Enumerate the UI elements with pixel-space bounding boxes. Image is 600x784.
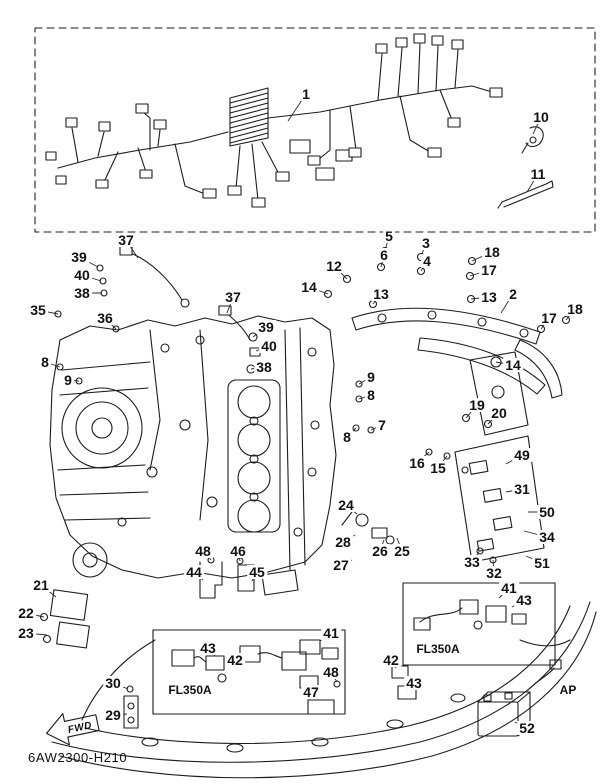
callout-40: 40 — [72, 267, 92, 283]
callout-33: 33 — [462, 554, 482, 570]
bracket-drawing — [351, 307, 563, 436]
callout-1: 1 — [300, 86, 312, 102]
callout-9: 9 — [62, 372, 74, 388]
callout-15: 15 — [428, 460, 448, 476]
callout-5: 5 — [383, 228, 395, 244]
callout-8: 8 — [341, 429, 353, 445]
callout-18: 18 — [482, 244, 502, 260]
callout-17: 17 — [539, 310, 559, 326]
callout-49: 49 — [512, 447, 532, 463]
callout-50: 50 — [537, 504, 557, 520]
callout-20: 20 — [489, 405, 509, 421]
callout-7: 7 — [376, 417, 388, 433]
callout-47: 47 — [301, 684, 321, 700]
callout-13: 13 — [371, 286, 391, 302]
callout-2: 2 — [507, 286, 519, 302]
callout-37: 37 — [116, 232, 136, 248]
callout-14: 14 — [503, 357, 523, 373]
callout-42: 42 — [381, 652, 401, 668]
callout-19: 19 — [467, 397, 487, 413]
left-relay-drawings — [39, 589, 90, 649]
callout-16: 16 — [407, 455, 427, 471]
callout-31: 31 — [512, 481, 532, 497]
callout-3: 3 — [420, 235, 432, 251]
diagram-part-code: 6AW2300-H210 — [28, 750, 128, 765]
inset-right-model-label: FL350A — [416, 642, 460, 656]
callout-8: 8 — [365, 387, 377, 403]
callout-27: 27 — [331, 557, 351, 573]
callout-38: 38 — [254, 359, 274, 375]
callout-21: 21 — [31, 577, 51, 593]
callout-8: 8 — [39, 354, 51, 370]
ap-label: AP — [559, 683, 577, 697]
callout-11: 11 — [528, 166, 548, 182]
callout-23: 23 — [16, 625, 36, 641]
callout-26: 26 — [370, 543, 390, 559]
callout-13: 13 — [479, 289, 499, 305]
callout-29: 29 — [103, 707, 123, 723]
callout-52: 52 — [517, 720, 537, 736]
callout-40: 40 — [259, 338, 279, 354]
inset-box-left — [152, 629, 346, 715]
clamp-drawing — [521, 126, 544, 154]
callout-41: 41 — [321, 625, 341, 641]
callout-38: 38 — [72, 285, 92, 301]
callout-48: 48 — [193, 543, 213, 559]
callout-45: 45 — [247, 564, 267, 580]
engine-block-drawing — [49, 315, 337, 579]
callout-36: 36 — [95, 310, 115, 326]
tie-strap-drawing — [497, 180, 554, 209]
callout-43: 43 — [514, 592, 534, 608]
callout-39: 39 — [69, 249, 89, 265]
callout-25: 25 — [392, 543, 412, 559]
callout-32: 32 — [484, 565, 504, 581]
wire-harness-drawing — [45, 33, 503, 208]
callout-22: 22 — [16, 605, 36, 621]
callout-12: 12 — [324, 258, 344, 274]
callout-42: 42 — [225, 652, 245, 668]
callout-30: 30 — [103, 675, 123, 691]
callout-44: 44 — [184, 564, 204, 580]
callout-10: 10 — [531, 109, 551, 125]
harness-dashed-box — [34, 27, 596, 233]
callout-14: 14 — [299, 279, 319, 295]
callout-4: 4 — [421, 253, 433, 269]
inset-left-model-label: FL350A — [168, 683, 212, 697]
callout-48: 48 — [321, 664, 341, 680]
callout-39: 39 — [256, 319, 276, 335]
callout-34: 34 — [537, 529, 557, 545]
callout-9: 9 — [365, 369, 377, 385]
callout-46: 46 — [228, 543, 248, 559]
relay-plate-drawing — [454, 435, 545, 564]
callout-28: 28 — [333, 534, 353, 550]
callout-6: 6 — [378, 247, 390, 263]
callout-37: 37 — [223, 289, 243, 305]
inset-box-right — [402, 582, 556, 666]
callout-24: 24 — [336, 497, 356, 513]
callout-35: 35 — [28, 302, 48, 318]
fwd-arrow — [46, 713, 100, 746]
callout-18: 18 — [565, 301, 585, 317]
callout-43: 43 — [404, 675, 424, 691]
callout-41: 41 — [499, 580, 519, 596]
callout-51: 51 — [532, 555, 552, 571]
callout-43: 43 — [198, 640, 218, 656]
callout-17: 17 — [479, 262, 499, 278]
